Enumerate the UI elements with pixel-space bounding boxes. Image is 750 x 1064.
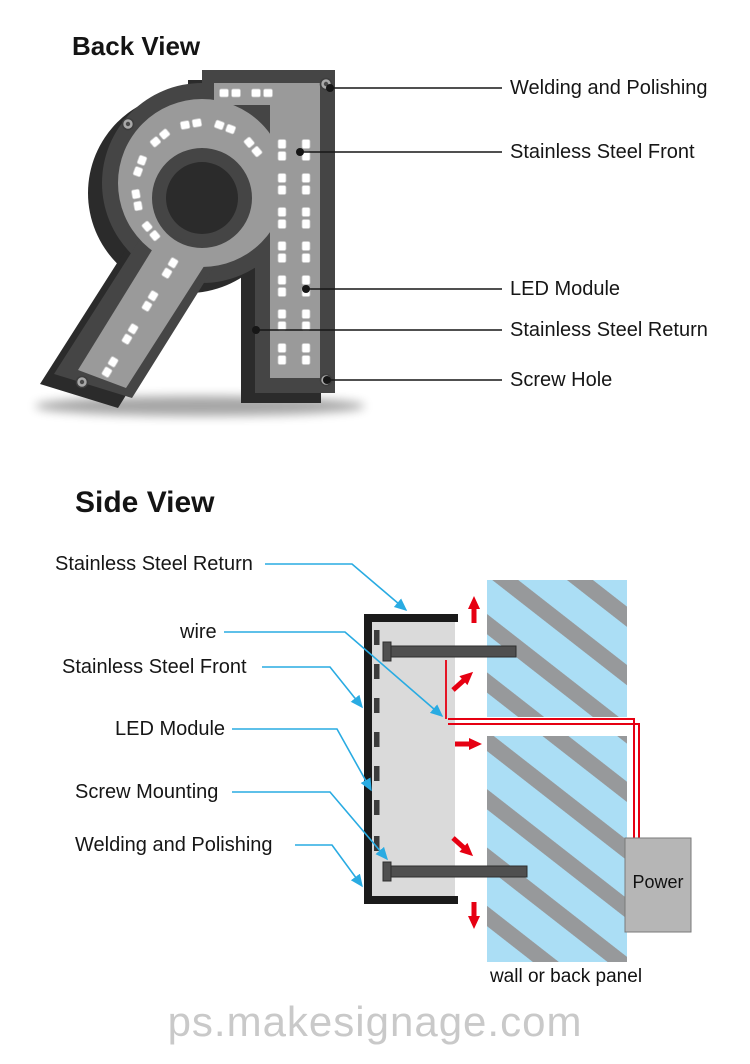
wall-label: wall or back panel [489,966,643,987]
wall-back-panel [487,580,627,962]
power-box [624,837,692,933]
back-view-title: Back View [72,31,201,61]
screw-top [382,641,517,662]
power-box-label: Power [632,872,684,892]
back-label-welding-polishing: Welding and Polishing [510,77,708,99]
back-label-stainless-front: Stainless Steel Front [510,141,695,163]
back-callout-lines [256,87,502,381]
side-label-welding-polishing: Welding and Polishing [75,834,273,856]
led-modules-side [374,630,380,851]
side-leader-lines [224,563,444,888]
side-label-stainless-return: Stainless Steel Return [55,553,253,575]
power-wire [445,660,640,838]
back-label-screw-hole: Screw Hole [510,369,613,391]
side-view-title: Side View [75,486,215,519]
side-label-led-module: LED Module [115,718,226,740]
back-label-led-module: LED Module [510,278,621,300]
screw-bottom [382,861,528,882]
side-label-wire: wire [180,621,217,643]
back-callout-dots [252,84,334,384]
channel-letter-back [40,70,335,408]
watermark: ps.makesignage.com [167,998,583,1045]
back-label-stainless-return: Stainless Steel Return [510,319,708,341]
side-label-stainless-front: Stainless Steel Front [62,656,247,678]
side-label-screw-mounting: Screw Mounting [75,781,219,803]
